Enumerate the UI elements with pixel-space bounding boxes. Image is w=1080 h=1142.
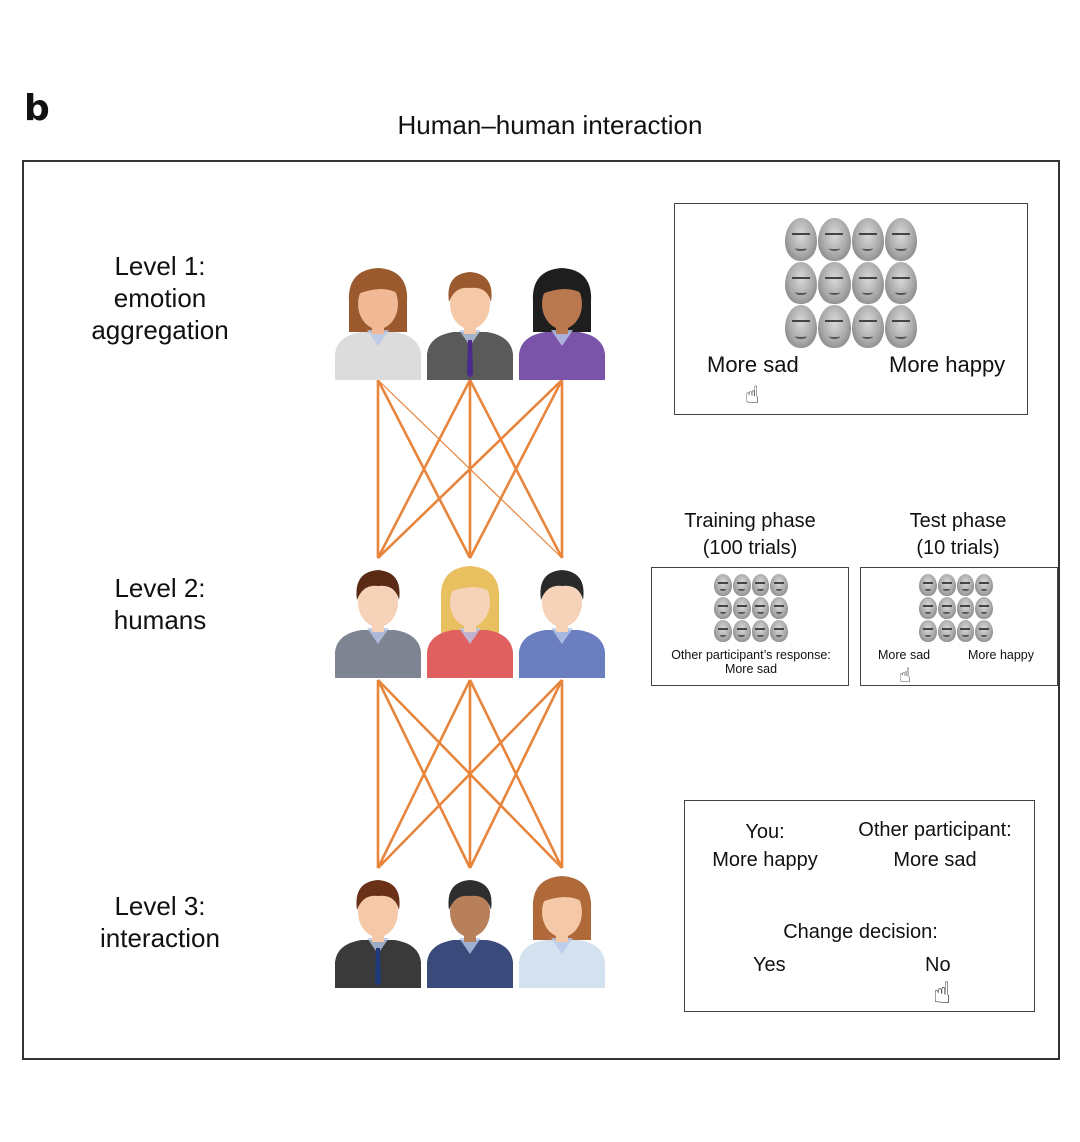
face-stimulus [732,597,751,619]
face-stimulus [770,574,788,596]
face-stimulus [751,620,770,642]
you-value: More happy [712,849,818,871]
face-stimulus [785,218,818,261]
face-stimulus [851,218,884,261]
face-stimulus [732,620,751,642]
figure-title: Human–human interaction [397,110,703,140]
test-phase-header: Test phase (10 trials) [860,508,1056,562]
test-phase-title: Test phase [909,510,1007,532]
face-stimulus [785,261,818,305]
connection-line-l1-2-1 [376,379,472,559]
level-1-task-screen: More sad More happy ☝ [674,203,1028,415]
training-phase-screen: Other participant’s response: More sad [651,567,849,686]
face-stimulus [714,620,732,642]
face-stimulus [956,574,975,596]
connection-line-l1-3-2 [468,379,564,559]
face-stimulus [818,218,851,261]
level-3-line2: interaction [100,923,220,953]
more-sad-option[interactable]: More sad [707,352,799,377]
hand-cursor-icon: ☝ [745,382,760,409]
avatar-man-dark-hair-navy-sweater [427,880,513,988]
no-option[interactable]: No [925,954,951,976]
face-stimulus [937,574,956,596]
face-stimulus [919,574,937,596]
avatar-woman-blonde-hair-red-top [427,566,513,678]
face-grid [919,574,993,642]
connection-line-l1-3-1 [377,379,563,559]
training-phase-trials: (100 trials) [702,537,798,559]
face-stimulus [919,597,937,619]
face-stimulus [818,261,851,305]
level-2-line1: Level 2: [114,573,206,603]
face-grid [714,574,788,642]
face-stimulus [919,620,937,642]
face-stimulus [956,620,975,642]
other-response-label: Other participant’s response: [671,648,831,662]
face-stimulus [770,620,788,642]
face-stimulus [714,574,732,596]
diagram-frame [22,160,1060,1060]
other-participant-label: Other participant: [858,819,1012,841]
avatar-man-dark-brown-hair-grey-shirt [335,570,421,678]
face-stimulus [818,305,851,348]
you-label: You: [745,821,785,843]
face-stimulus [714,597,732,619]
more-happy-option[interactable]: More happy [968,648,1035,662]
test-phase-trials: (10 trials) [916,537,1000,559]
face-grid [785,218,917,348]
level-1-label: Level 1: emotion aggregation [60,250,260,346]
avatar-woman-brown-hair-white-shirt [335,268,421,380]
face-stimulus [975,597,993,619]
face-stimulus [851,305,884,348]
other-response-value: More sad [724,662,778,676]
level-1-line2: emotion [113,283,207,313]
yes-option[interactable]: Yes [753,954,786,976]
face-stimulus [785,305,818,348]
face-stimulus [851,261,884,305]
level-1-line1: Level 1: [114,251,206,281]
panel-letter: b [24,88,50,129]
test-phase-screen: More sad More happy ☝ [860,567,1058,686]
avatar-man-brown-hair-grey-suit [427,272,513,380]
avatar-woman-auburn-hair-light-blue-shirt [519,876,605,988]
face-stimulus [884,305,917,348]
face-stimulus [770,597,788,619]
avatar-man-brown-hair-black-suit [335,880,421,988]
training-phase-header: Training phase (100 trials) [650,508,850,562]
more-sad-option[interactable]: More sad [878,648,931,662]
face-stimulus [956,597,975,619]
hand-cursor-icon: ☝ [933,977,952,1010]
face-stimulus [937,620,956,642]
level-3-decision-screen: You: More happy Other participant: More … [684,800,1035,1012]
hand-cursor-icon: ☝ [899,665,912,687]
face-stimulus [751,597,770,619]
connection-line-l2-3-2 [468,679,564,869]
level-2-line2: humans [113,605,207,635]
change-decision-question: Change decision: [783,921,938,943]
face-stimulus [884,261,917,305]
training-phase-title: Training phase [684,510,816,532]
level-3-label: Level 3: interaction [60,890,260,954]
other-participant-value: More sad [893,849,977,871]
level-3-line1: Level 3: [114,891,206,921]
connection-line-l2-2-1 [376,679,472,869]
more-happy-option[interactable]: More happy [889,352,1006,377]
avatar-man-black-hair-blue-shirt [519,570,605,678]
avatar-woman-black-hair-purple-suit [519,268,605,380]
level-1-line3: aggregation [91,315,229,345]
face-stimulus [937,597,956,619]
face-stimulus [975,620,993,642]
face-stimulus [751,574,770,596]
connection-line-l2-3-1 [377,679,563,869]
level-2-label: Level 2: humans [60,572,260,636]
face-stimulus [732,574,751,596]
face-stimulus [884,218,917,261]
face-stimulus [975,574,993,596]
